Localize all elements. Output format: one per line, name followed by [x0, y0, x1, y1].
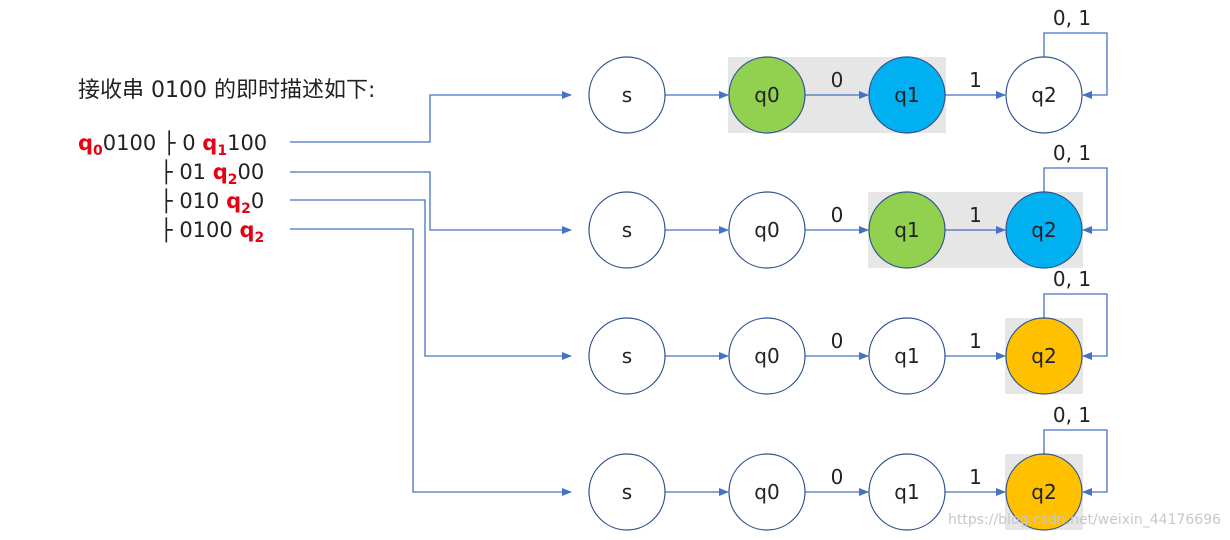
state-node-q2 [1005, 317, 1083, 395]
state-q-label: q2 [226, 189, 251, 217]
state-node-q2 [1005, 191, 1083, 269]
state-label: q2 [1031, 218, 1056, 242]
connector-lines [290, 91, 572, 496]
state-label: q1 [894, 83, 919, 107]
state-label: q0 [754, 480, 779, 504]
state-node-q1 [868, 56, 946, 134]
state-node-s [588, 317, 666, 395]
state-node-q2 [1005, 56, 1083, 134]
state-q-label: q2 [239, 218, 265, 246]
self-loop-label: 0, 1 [1053, 403, 1091, 427]
description-line-3: ├ 010 q20 [160, 189, 265, 217]
state-label: q1 [894, 218, 919, 242]
description-line-4: ├ 0100 q2 [160, 218, 265, 246]
transition-label: 1 [969, 68, 982, 92]
self-loop-arrow [1043, 429, 1108, 496]
self-loop-label: 0, 1 [1053, 267, 1091, 291]
state-node-q1 [868, 191, 946, 269]
state-label: q2 [1031, 480, 1056, 504]
transition-label: 0 [831, 465, 844, 489]
state-q-label: q2 [212, 160, 238, 188]
state-node-s [588, 191, 666, 269]
transition-label: 0 [831, 203, 844, 227]
state-label: q0 [754, 344, 779, 368]
description-line-2: ├ 01 q200 [160, 160, 265, 188]
transition-label: 1 [969, 329, 982, 353]
state-node-q1 [868, 453, 946, 531]
connector-line-1 [290, 91, 572, 143]
self-loop-label: 0, 1 [1053, 6, 1091, 30]
self-loop-arrow [1043, 167, 1108, 234]
state-q-label: q0 [78, 131, 103, 159]
state-node-s [588, 56, 666, 134]
connector-line-3 [290, 199, 572, 360]
automaton-row-4: 0, 1 0 1 s q0 q1 q2 [588, 403, 1108, 531]
automaton-row-1: 0, 1 0 1 s q0 q1 q2 [588, 6, 1108, 134]
state-q-label: q1 [202, 131, 228, 159]
transition-label: 0 [831, 68, 844, 92]
automaton-row-2: 0, 1 0 1 s q0 q1 q2 [588, 141, 1108, 269]
watermark-text: https://blog.csdn.net/weixin_44176696 [948, 512, 1222, 528]
state-label: q1 [894, 344, 919, 368]
transition-label: 1 [969, 203, 982, 227]
state-label: s [622, 83, 632, 107]
connector-line-2 [290, 171, 572, 234]
state-node-s [588, 453, 666, 531]
state-node-q0 [728, 56, 806, 134]
state-label: q0 [754, 83, 779, 107]
connector-line-4 [290, 228, 572, 496]
state-node-q2 [1005, 453, 1083, 531]
state-label: q2 [1031, 344, 1056, 368]
description-title: 接收串 0100 的即时描述如下: [78, 78, 376, 103]
state-label: s [622, 344, 632, 368]
state-label: q0 [754, 218, 779, 242]
self-loop-label: 0, 1 [1053, 141, 1091, 165]
state-label: q2 [1031, 83, 1056, 107]
self-loop-arrow [1043, 32, 1108, 99]
self-loop-arrow [1043, 293, 1108, 360]
state-node-q1 [868, 317, 946, 395]
state-label: q1 [894, 480, 919, 504]
transition-label: 1 [969, 465, 982, 489]
automaton-row-3: 0, 1 0 1 s q0 q1 q2 [588, 267, 1108, 395]
state-label: s [622, 218, 632, 242]
description-line-1: q00100 ├ 0 q1100 [78, 131, 268, 159]
state-node-q0 [728, 191, 806, 269]
transition-label: 0 [831, 329, 844, 353]
state-label: s [622, 480, 632, 504]
state-node-q0 [728, 453, 806, 531]
state-node-q0 [728, 317, 806, 395]
